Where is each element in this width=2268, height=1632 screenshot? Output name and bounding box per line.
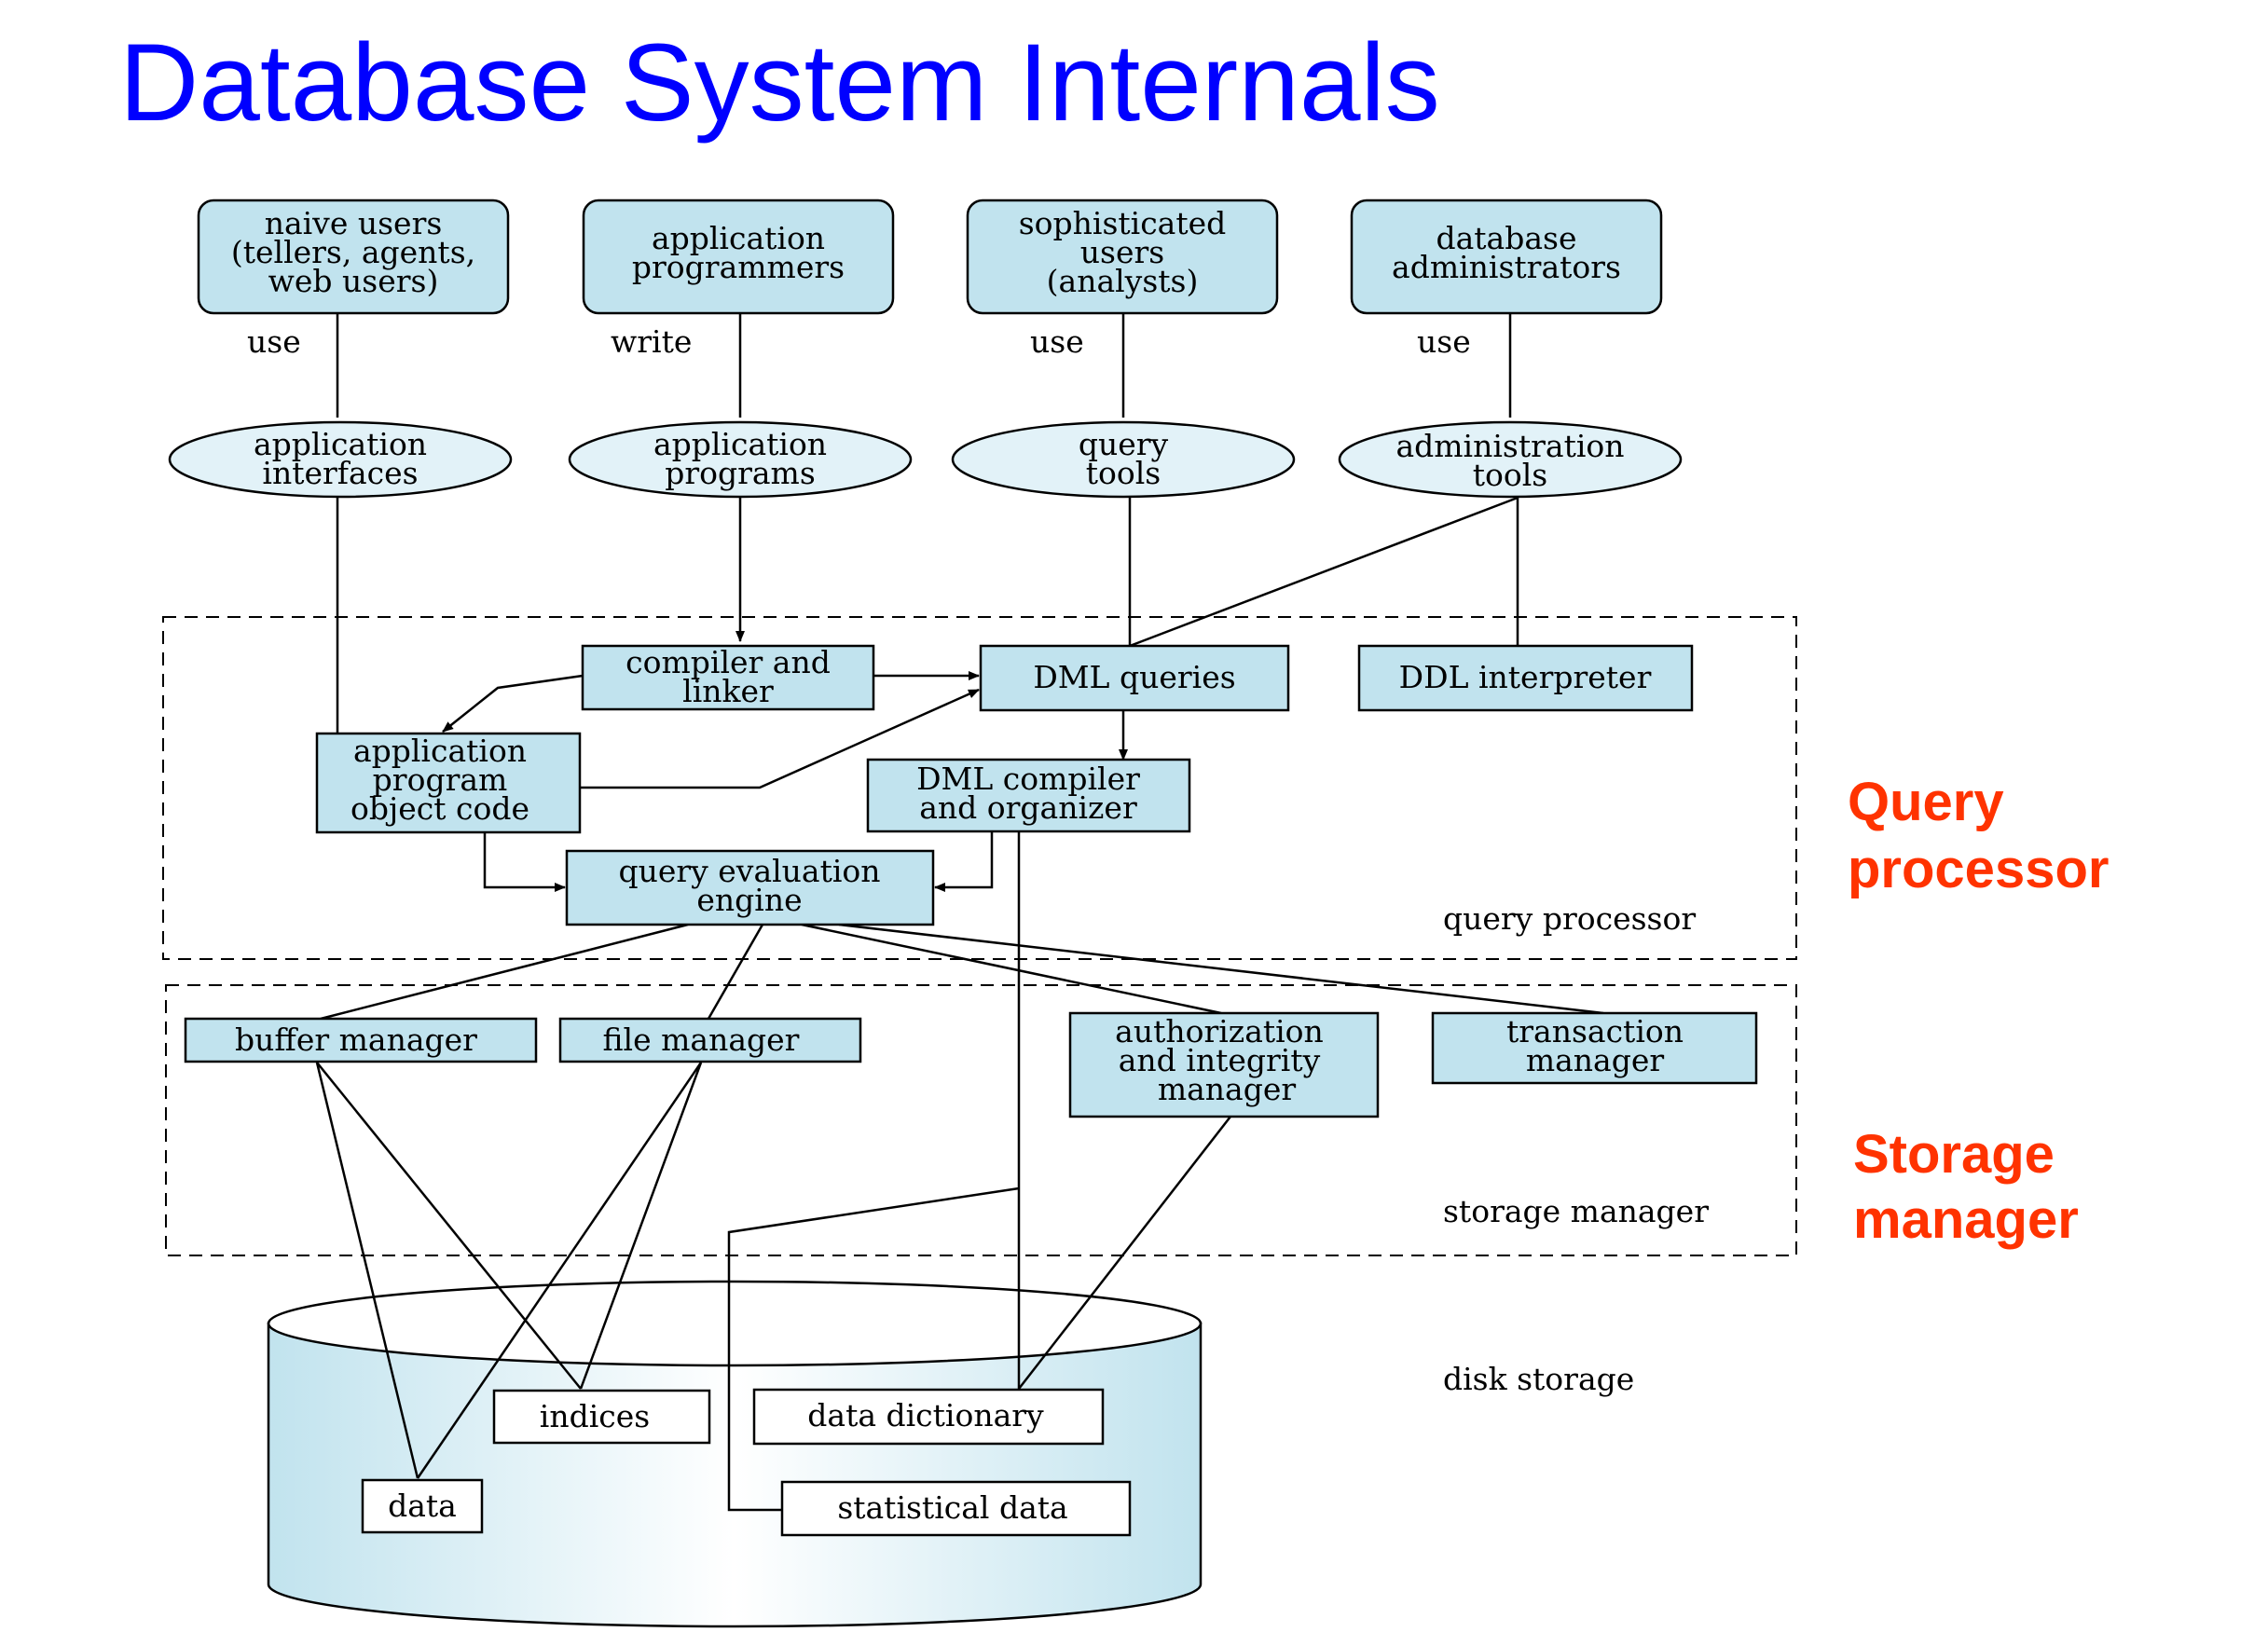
svg-text:DML compiler: DML compiler	[916, 761, 1140, 797]
svg-text:and integrity: and integrity	[1119, 1042, 1321, 1078]
svg-text:data: data	[388, 1488, 457, 1524]
verb-write: write	[611, 323, 692, 360]
svg-text:application: application	[653, 426, 827, 462]
storage-manager-side-label-line2: manager	[1853, 1189, 2079, 1250]
statistical-data-box: statistical data	[780, 1480, 1132, 1537]
disk-storage-label: disk storage	[1443, 1361, 1634, 1397]
svg-text:statistical data: statistical data	[837, 1489, 1067, 1526]
svg-text:programs: programs	[665, 455, 816, 491]
user-database-administrators: database administrators	[1350, 199, 1663, 315]
svg-text:application: application	[652, 220, 825, 256]
svg-text:DDL interpreter: DDL interpreter	[1399, 659, 1652, 695]
svg-text:programmers: programmers	[632, 249, 845, 285]
svg-text:program: program	[373, 761, 508, 798]
svg-text:authorization: authorization	[1115, 1013, 1324, 1049]
svg-text:data dictionary: data dictionary	[807, 1397, 1044, 1433]
svg-text:(analysts): (analysts)	[1047, 263, 1199, 299]
svg-text:indices: indices	[540, 1398, 650, 1434]
tool-application-interfaces: application interfaces	[168, 420, 513, 499]
svg-text:sophisticated: sophisticated	[1019, 205, 1227, 241]
svg-text:file manager: file manager	[603, 1022, 800, 1058]
svg-text:users: users	[1080, 234, 1164, 270]
query-processor-label: query processor	[1443, 900, 1696, 937]
query-evaluation-engine-box: query evaluation engine	[565, 849, 935, 926]
tool-administration-tools: administration tools	[1338, 420, 1683, 499]
svg-text:engine: engine	[696, 882, 802, 918]
svg-text:transaction: transaction	[1506, 1013, 1684, 1049]
tool-application-programs: application programs	[568, 420, 913, 499]
svg-text:linker: linker	[682, 673, 774, 709]
authorization-integrity-manager-box: authorization and integrity manager	[1068, 1011, 1380, 1118]
verb-use-sophisticated: use	[1030, 323, 1084, 360]
verb-use-dba: use	[1417, 323, 1471, 360]
svg-text:web users): web users)	[268, 263, 439, 299]
data-box: data	[361, 1478, 484, 1534]
page-title: Database System Internals	[119, 21, 1440, 144]
user-naive-users: naive users (tellers, agents, web users)	[197, 199, 510, 315]
application-program-object-code-box: application program object code	[315, 732, 582, 834]
user-sophisticated-users: sophisticated users (analysts)	[966, 199, 1279, 315]
storage-manager-side-label-line1: Storage	[1853, 1124, 2055, 1185]
ddl-interpreter-box: DDL interpreter	[1357, 644, 1694, 712]
svg-text:DML queries: DML queries	[1033, 659, 1235, 695]
indices-box: indices	[492, 1389, 711, 1445]
verb-use-naive: use	[247, 323, 301, 360]
file-manager-box: file manager	[558, 1017, 862, 1063]
dml-compiler-box: DML compiler and organizer	[866, 758, 1191, 833]
svg-text:tools: tools	[1473, 457, 1548, 493]
svg-text:database: database	[1436, 220, 1577, 256]
svg-text:compiler and: compiler and	[625, 644, 831, 680]
svg-text:application: application	[254, 426, 427, 462]
transaction-manager-box: transaction manager	[1431, 1011, 1758, 1085]
svg-text:interfaces: interfaces	[262, 455, 418, 491]
connectors	[315, 313, 1604, 1512]
svg-text:query evaluation: query evaluation	[618, 853, 880, 889]
svg-text:query: query	[1079, 426, 1169, 462]
dml-queries-box: DML queries	[979, 644, 1290, 712]
svg-text:manager: manager	[1526, 1042, 1665, 1078]
storage-manager-region	[165, 984, 1797, 1256]
svg-text:administrators: administrators	[1392, 249, 1621, 285]
svg-text:naive users: naive users	[265, 205, 443, 241]
svg-text:and organizer: and organizer	[919, 789, 1137, 826]
tool-query-tools: query tools	[951, 420, 1296, 499]
svg-text:(tellers, agents,: (tellers, agents,	[231, 234, 475, 270]
compiler-and-linker-box: compiler and linker	[581, 644, 875, 711]
user-application-programmers: application programmers	[582, 199, 895, 315]
svg-text:application: application	[353, 733, 527, 769]
svg-text:object code: object code	[351, 790, 529, 827]
query-processor-side-label-line2: processor	[1848, 839, 2109, 899]
storage-manager-label: storage manager	[1443, 1193, 1709, 1229]
buffer-manager-box: buffer manager	[184, 1017, 538, 1063]
svg-text:manager: manager	[1158, 1071, 1297, 1107]
query-processor-region	[162, 616, 1797, 960]
svg-text:buffer manager: buffer manager	[235, 1022, 477, 1058]
svg-text:administration: administration	[1395, 428, 1624, 464]
svg-text:tools: tools	[1086, 455, 1161, 491]
query-processor-side-label-line1: Query	[1848, 772, 2004, 832]
data-dictionary-box: data dictionary	[752, 1388, 1105, 1446]
